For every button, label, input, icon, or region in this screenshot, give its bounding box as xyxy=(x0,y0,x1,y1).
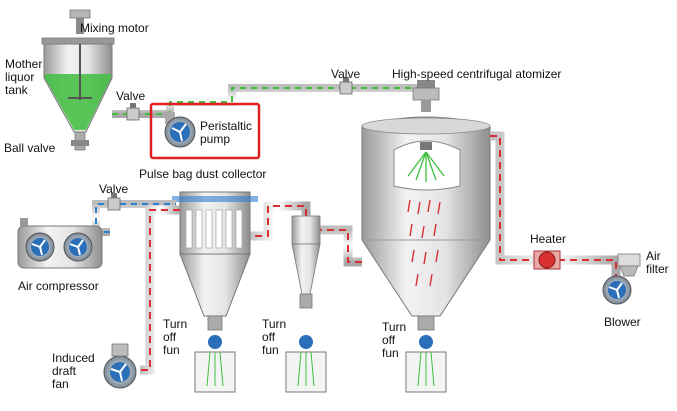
cyclone-to-collector-duct xyxy=(248,201,311,241)
valve-icon xyxy=(126,103,140,121)
mother-liquor-tank xyxy=(41,9,115,151)
label-peristaltic-pump: Peristaltic pump xyxy=(200,119,253,146)
peristaltic-pump xyxy=(164,112,196,148)
air-compressor xyxy=(17,218,103,269)
label-mixing-motor: Mixing motor xyxy=(80,21,149,35)
label-turn-off-fun-2: Turn off fun xyxy=(262,317,287,357)
pulse-bag-dust-collector xyxy=(172,191,258,393)
label-atomizer: High-speed centrifugal atomizer xyxy=(392,67,562,81)
cyclone-separator xyxy=(285,215,327,393)
hot-air-duct xyxy=(490,131,621,278)
valve-icon xyxy=(107,193,121,211)
spray-nozzle-icon xyxy=(407,151,445,182)
label-air-filter: Air filter xyxy=(646,249,669,276)
centrifugal-atomizer xyxy=(412,80,440,112)
exhaust-duct xyxy=(140,205,180,375)
label-mother-liquor-tank: Mother liquor tank xyxy=(5,57,43,97)
filter-bag-icon xyxy=(185,209,243,249)
air-filter xyxy=(617,253,641,277)
label-turn-off-fun-1: Turn off fun xyxy=(163,317,188,357)
label-valve-top: Valve xyxy=(331,67,361,81)
label-heater: Heater xyxy=(530,232,567,246)
drying-tower xyxy=(361,116,491,393)
tower-to-cyclone-duct xyxy=(318,225,362,267)
label-ball-valve: Ball valve xyxy=(4,141,56,155)
label-induced-draft-fan: Induced draft fan xyxy=(52,351,95,391)
label-valve-left: Valve xyxy=(99,182,129,196)
label-turn-off-fun-3: Turn off fun xyxy=(382,320,407,360)
label-air-compressor: Air compressor xyxy=(18,279,99,293)
induced-draft-fan xyxy=(103,343,137,389)
label-valve-top-left: Valve xyxy=(116,89,146,103)
valve-icon xyxy=(339,77,353,95)
label-blower: Blower xyxy=(604,315,641,329)
label-pulse-bag-collector: Pulse bag dust collector xyxy=(139,167,267,181)
liquid-feed-line xyxy=(112,84,420,118)
heater xyxy=(533,250,561,270)
blower xyxy=(602,275,632,305)
peristaltic-pump-highlight xyxy=(149,102,261,160)
compressed-air-line xyxy=(92,200,176,236)
